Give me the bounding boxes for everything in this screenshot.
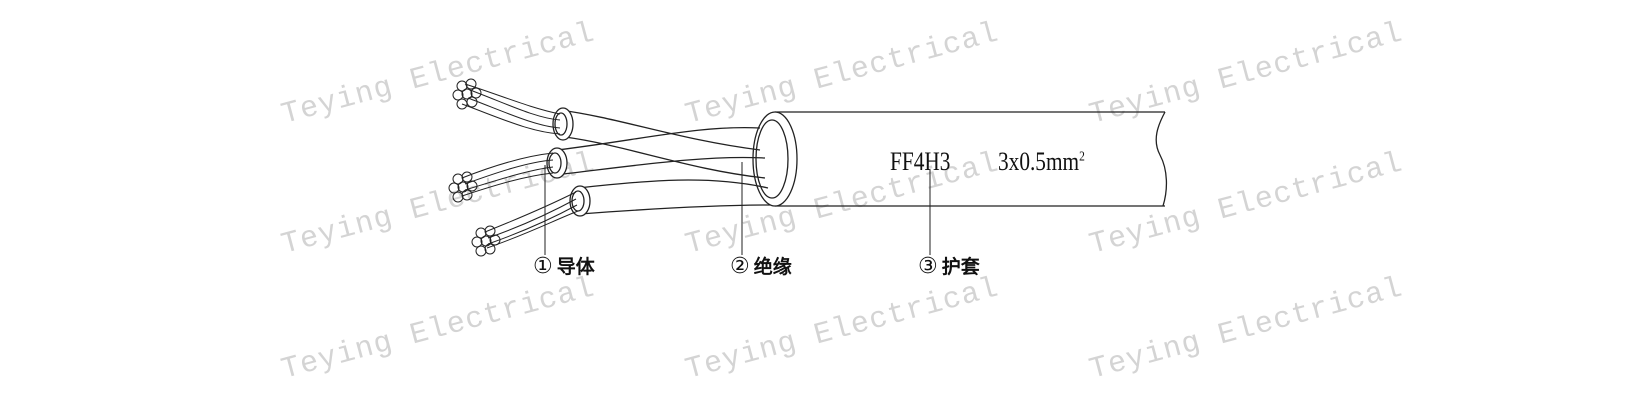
callout-text: 绝缘 bbox=[753, 256, 792, 278]
leader-lines bbox=[544, 162, 931, 255]
callout-number: ① bbox=[533, 254, 553, 279]
size-value: 3x0.5mm bbox=[998, 147, 1080, 176]
callout-text: 护套 bbox=[941, 256, 980, 278]
callout-number: ③ bbox=[918, 254, 938, 279]
size-superscript: 2 bbox=[1079, 149, 1085, 165]
cable-marking-size: 3x0.5mm2 bbox=[998, 147, 1085, 177]
insulation-ends bbox=[546, 107, 591, 217]
cable-marking-model: FF4H3 bbox=[890, 147, 951, 176]
strand-ends bbox=[448, 78, 501, 257]
callout-number: ② bbox=[730, 254, 750, 279]
sheath bbox=[752, 111, 1168, 207]
insulated-cores bbox=[554, 109, 771, 215]
callout-text: 导体 bbox=[556, 256, 595, 278]
